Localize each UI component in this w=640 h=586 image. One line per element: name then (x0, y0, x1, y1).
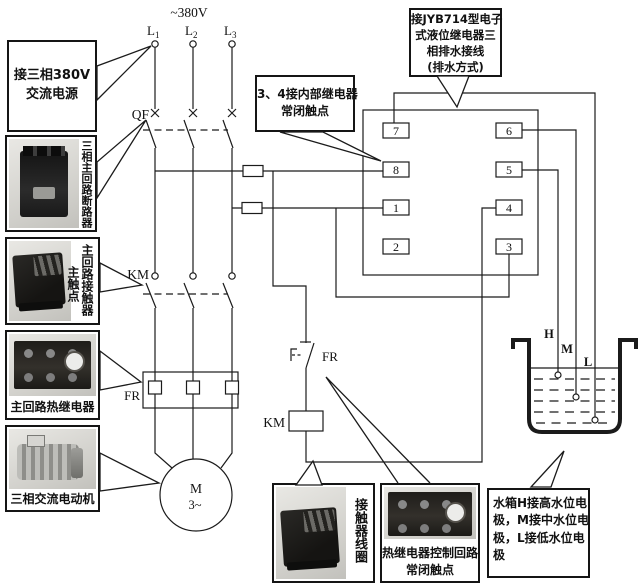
fr-box (142, 371, 239, 409)
terminal-6: 6 (506, 124, 512, 138)
callout-tank-note: 水箱H接高水位电 极，M接中水位电 极，L接低水位电 极 (487, 488, 590, 578)
breaker-device-image (20, 146, 68, 217)
tank-note-line2: 极，M接中水位电 (493, 513, 589, 528)
phase-label-l1: L1 (147, 23, 159, 40)
tank-note-line3: 极，L接低水位电 (493, 530, 585, 545)
breaker-photo (9, 139, 79, 228)
km-coil-label: KM (263, 415, 285, 430)
electrode-label-m: M (561, 342, 573, 356)
electrode-m (572, 393, 580, 401)
tank-note-line1: 水箱H接高水位电 (493, 496, 588, 510)
motor-phase-label: 3~ (188, 498, 201, 512)
coil-label: 接触器线圈 (352, 498, 367, 563)
motor-photo (9, 429, 96, 489)
km-coil: KM (263, 410, 324, 432)
arrow-coil-to-kmcoil (294, 459, 323, 486)
relay-wiring (272, 92, 596, 463)
coil-contactor-photo (276, 487, 346, 579)
fr-nc-contact: FR (290, 341, 338, 411)
arrow-jyb-to-relaybox (435, 75, 470, 109)
jyb-line3: 相排水接线 (426, 43, 485, 58)
terminal-8: 8 (393, 163, 399, 177)
motor-label: 三相交流电动机 (10, 491, 95, 506)
electrode-h (554, 371, 562, 379)
thermal-relay-label: 主回路热继电器 (10, 399, 95, 414)
water-dashes (534, 378, 615, 424)
arrow-contactor-to-km (99, 261, 145, 293)
fr-main-label: FR (124, 388, 140, 403)
km-main-label: KM (127, 267, 149, 282)
thermal-nc-device-image (388, 492, 472, 536)
fuse-1 (242, 164, 264, 178)
terminal-4: 4 (506, 201, 512, 215)
qf-breaker-symbol: QF (132, 107, 237, 273)
km-main-contacts: KM (127, 267, 236, 372)
callout-jyb714: 接JYB714型电子 式液位继电器三 相排水接线 (排水方式) (409, 8, 502, 77)
tank-note-line4: 极 (493, 548, 506, 563)
arrow-thermal-to-fr (99, 349, 143, 391)
contactor-label-main: 主回路接触器 (80, 244, 94, 316)
coil-contactor-device-image (280, 507, 340, 567)
control-fuse-lines (155, 164, 383, 215)
phase-label-l3: L3 (224, 23, 237, 40)
motor-letter: M (190, 481, 202, 496)
terminal-5: 5 (506, 163, 512, 177)
power-label-line2: 交流电源 (25, 86, 78, 102)
relay-outline (362, 109, 539, 276)
qf-label: QF (132, 107, 150, 122)
power-feed: ~380V L1 L2 L3 (147, 5, 237, 109)
motor-symbol: M 3~ (154, 408, 233, 532)
internal-nc-line1: 3、4接内部继电器 (257, 87, 358, 101)
callout-internal-nc: 3、4接内部继电器 常闭触点 (255, 75, 358, 132)
arrow-power-to-l1 (96, 45, 152, 102)
breaker-label: 三相主回路断路器 (80, 140, 93, 228)
motor-device-image (17, 435, 83, 480)
fuse-2 (241, 201, 263, 215)
contactor-device-image (12, 252, 66, 308)
callout-thermal-nc: 热继电器控制回路 常闭触点 (380, 483, 480, 583)
level-relay-box: 7 8 1 2 6 5 4 3 (362, 109, 539, 276)
power-label-line1: 接三相380V (13, 68, 91, 83)
contactor-label-contacts: 主触点 (66, 266, 80, 302)
thermal-nc-photo (384, 487, 476, 539)
fr-overload-block: FR (124, 371, 240, 409)
thermal-relay-photo (9, 334, 96, 396)
jyb-line1: 接JYB714型电子 (411, 12, 503, 26)
thermal-relay-device-image (14, 341, 91, 389)
arrow-tanknote-to-tank (529, 450, 565, 488)
terminal-1: 1 (393, 201, 399, 215)
callout-motor: 三相交流电动机 (5, 425, 100, 512)
electrode-label-l: L (584, 355, 592, 369)
tank-walls (511, 338, 638, 434)
jyb-line4: (排水方式) (427, 59, 484, 74)
arrow-internal-nc-to-terminal8 (279, 131, 382, 162)
arrow-motorlabel-to-motor (99, 451, 162, 492)
arrow-thermalnc-to-frcontact (325, 376, 431, 484)
water-tank: H M L (511, 327, 638, 434)
km-coil-box (288, 410, 324, 432)
callout-contactor-coil: 接触器线圈 (272, 483, 375, 583)
callout-breaker: 三相主回路断路器 (5, 135, 97, 232)
terminal-7: 7 (393, 124, 399, 138)
thermal-nc-line1: 热继电器控制回路 (382, 545, 479, 560)
callout-main-contactor: 主回路接触器 主触点 (5, 237, 100, 325)
callout-power-source: 接三相380V 交流电源 (7, 40, 97, 132)
callout-thermal-relay: 主回路热继电器 (5, 330, 100, 420)
terminal-2: 2 (393, 240, 399, 254)
fr-contact-label: FR (322, 349, 338, 364)
jyb-line2: 式液位继电器三 (415, 27, 496, 42)
voltage-label: ~380V (170, 5, 208, 20)
thermal-nc-line2: 常闭触点 (405, 562, 454, 577)
contactor-photo (9, 241, 71, 321)
internal-nc-line2: 常闭触点 (280, 104, 329, 119)
phase-label-l2: L2 (185, 23, 197, 40)
terminal-3: 3 (506, 240, 512, 254)
electrode-l (591, 416, 599, 424)
electrode-label-h: H (544, 327, 554, 341)
arrow-breaker-to-qf (96, 119, 147, 201)
